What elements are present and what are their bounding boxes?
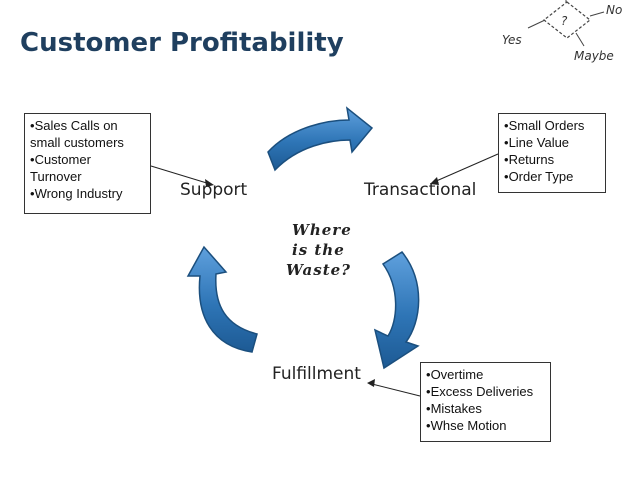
- connector-fulfillment: [371, 383, 421, 397]
- transactional-callout-item: Line Value: [504, 134, 600, 151]
- corner-label-question: ?: [561, 14, 568, 28]
- fulfillment-callout-item: Overtime: [426, 366, 545, 383]
- transactional-callout-item: Small Orders: [504, 117, 600, 134]
- connector-transactional: [433, 153, 499, 183]
- corner-label-maybe: Maybe: [574, 49, 614, 63]
- support-callout-item: Customer Turnover: [30, 151, 145, 185]
- support-callout-item: Sales Calls on small customers: [30, 117, 145, 151]
- slide-title: Customer Profitability: [20, 28, 344, 58]
- corner-label-yes: Yes: [502, 33, 522, 47]
- transactional-callout-box: Small Orders Line Value Returns Order Ty…: [498, 113, 606, 193]
- fulfillment-callout-item: Mistakes: [426, 400, 545, 417]
- center-question: Where is the Waste?: [286, 220, 366, 280]
- transactional-callout-item: Order Type: [504, 168, 600, 185]
- center-question-line: is the: [292, 241, 345, 259]
- fulfillment-callout-item: Whse Motion: [426, 417, 545, 434]
- fulfillment-callout-item: Excess Deliveries: [426, 383, 545, 400]
- fulfillment-callout-box: Overtime Excess Deliveries Mistakes Whse…: [420, 362, 551, 442]
- decision-diamond-shape: [543, 1, 591, 39]
- center-question-line: Where: [292, 221, 352, 239]
- support-callout-item: Wrong Industry: [30, 185, 145, 202]
- center-question-line: Waste?: [286, 261, 351, 279]
- transactional-callout-item: Returns: [504, 151, 600, 168]
- node-label-fulfillment: Fulfillment: [272, 364, 361, 384]
- arrow-support-to-transactional: [267, 106, 374, 172]
- node-label-support: Support: [180, 180, 248, 200]
- connector-support: [150, 165, 211, 185]
- corner-label-no: No: [606, 3, 622, 17]
- support-callout-box: Sales Calls on small customers Customer …: [24, 113, 151, 214]
- arrow-transactional-to-fulfillment: [373, 251, 420, 370]
- node-label-transactional: Transactional: [364, 180, 477, 200]
- arrow-fulfillment-to-support: [186, 245, 258, 353]
